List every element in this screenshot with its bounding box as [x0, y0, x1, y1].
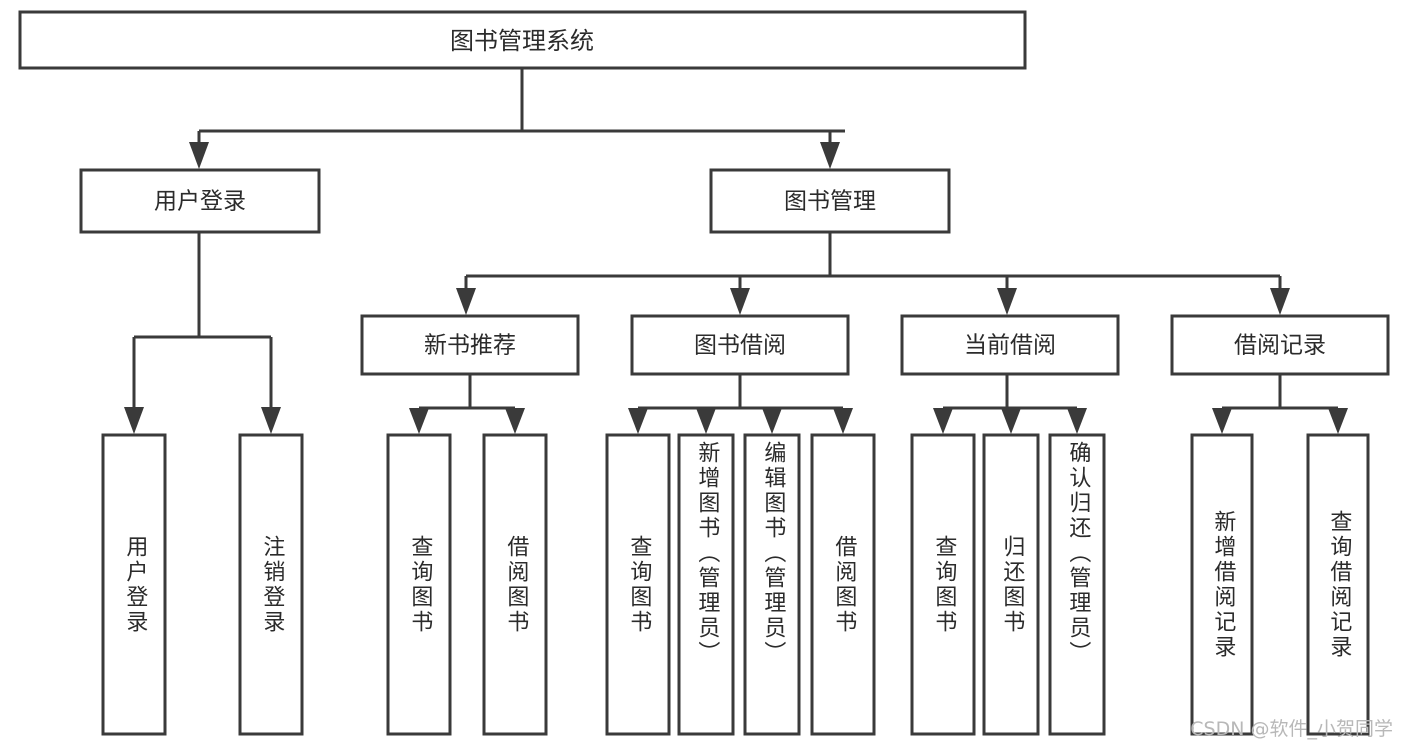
arrow-bb-to-leaf-3	[762, 408, 782, 434]
arrow-bb-to-leaf-1	[628, 408, 648, 434]
node-book-management[interactable]: 图书管理	[709, 168, 951, 234]
arrow-cb-to-leaf-3	[1067, 408, 1087, 434]
leaf-box-logout[interactable]	[238, 433, 304, 736]
arrow-bm-to-borrow-record	[1270, 288, 1290, 315]
node-borrow-record[interactable]: 借阅记录	[1170, 314, 1390, 376]
leaf-box-group	[101, 433, 1370, 736]
node-book-management-box[interactable]	[709, 168, 951, 234]
arrow-bm-to-current-borrow	[997, 288, 1017, 315]
leaf-box-borrow-book-recommend[interactable]	[482, 433, 548, 736]
connector-group-user-login	[124, 232, 281, 434]
node-user-login-box[interactable]	[79, 168, 321, 234]
arrow-user-login-to-leaf-1	[124, 407, 144, 434]
leaf-box-query-book-borrow[interactable]	[605, 433, 671, 736]
arrow-nbr-to-leaf-1	[409, 408, 429, 434]
node-new-book-recommend-label: 新书推荐	[424, 333, 516, 359]
node-root-box[interactable]	[18, 10, 1027, 70]
leaf-box-user-login[interactable]	[101, 433, 167, 736]
node-book-borrow-label: 图书借阅	[694, 333, 786, 359]
node-book-management-label: 图书管理	[784, 189, 876, 215]
leaf-box-borrow-book[interactable]	[810, 433, 876, 736]
node-borrow-record-label: 借阅记录	[1234, 333, 1326, 359]
connector-group-book-management	[456, 232, 1290, 315]
node-book-borrow-box[interactable]	[630, 314, 850, 376]
arrow-bb-to-leaf-4	[833, 408, 853, 434]
arrow-nbr-to-leaf-2	[505, 408, 525, 434]
leaf-box-add-book-admin[interactable]	[677, 433, 735, 736]
arrow-bm-to-new-book-recommend	[456, 288, 476, 315]
connector-group-current-borrow	[933, 374, 1087, 434]
node-new-book-recommend[interactable]: 新书推荐	[360, 314, 580, 376]
node-new-book-recommend-box[interactable]	[360, 314, 580, 376]
node-current-borrow[interactable]: 当前借阅	[900, 314, 1120, 376]
leaf-box-return-book[interactable]	[982, 433, 1040, 736]
node-current-borrow-label: 当前借阅	[964, 333, 1056, 359]
node-current-borrow-box[interactable]	[900, 314, 1120, 376]
arrow-bm-to-book-borrow	[730, 288, 750, 315]
arrow-root-to-user-login	[189, 142, 209, 169]
leaf-box-edit-book-admin[interactable]	[743, 433, 801, 736]
connector-group-new-book-recommend	[409, 374, 525, 434]
arrow-bb-to-leaf-2	[696, 408, 716, 434]
node-book-borrow[interactable]: 图书借阅	[630, 314, 850, 376]
leaf-box-confirm-return-admin[interactable]	[1048, 433, 1106, 736]
connector-group-borrow-record	[1212, 374, 1348, 434]
watermark-text: CSDN @软件_小贺同学	[1190, 718, 1393, 740]
node-user-login-label: 用户登录	[154, 189, 246, 215]
connector-group-root	[189, 68, 845, 169]
leaf-box-add-borrow-record[interactable]	[1190, 433, 1254, 736]
leaf-box-query-book-current[interactable]	[910, 433, 976, 736]
leaf-box-query-borrow-record[interactable]	[1306, 433, 1370, 736]
arrow-user-login-to-leaf-2	[261, 407, 281, 434]
node-root-label: 图书管理系统	[450, 27, 594, 55]
leaf-box-query-book-recommend[interactable]	[386, 433, 452, 736]
node-root[interactable]: 图书管理系统	[18, 10, 1027, 70]
node-borrow-record-box[interactable]	[1170, 314, 1390, 376]
arrow-cb-to-leaf-1	[933, 408, 953, 434]
arrow-br-to-leaf-2	[1328, 408, 1348, 434]
node-user-login[interactable]: 用户登录	[79, 168, 321, 234]
arrow-root-to-book-management	[820, 142, 840, 169]
arrow-cb-to-leaf-2	[1001, 408, 1021, 434]
connector-group-book-borrow	[628, 374, 853, 434]
arrow-br-to-leaf-1	[1212, 408, 1232, 434]
